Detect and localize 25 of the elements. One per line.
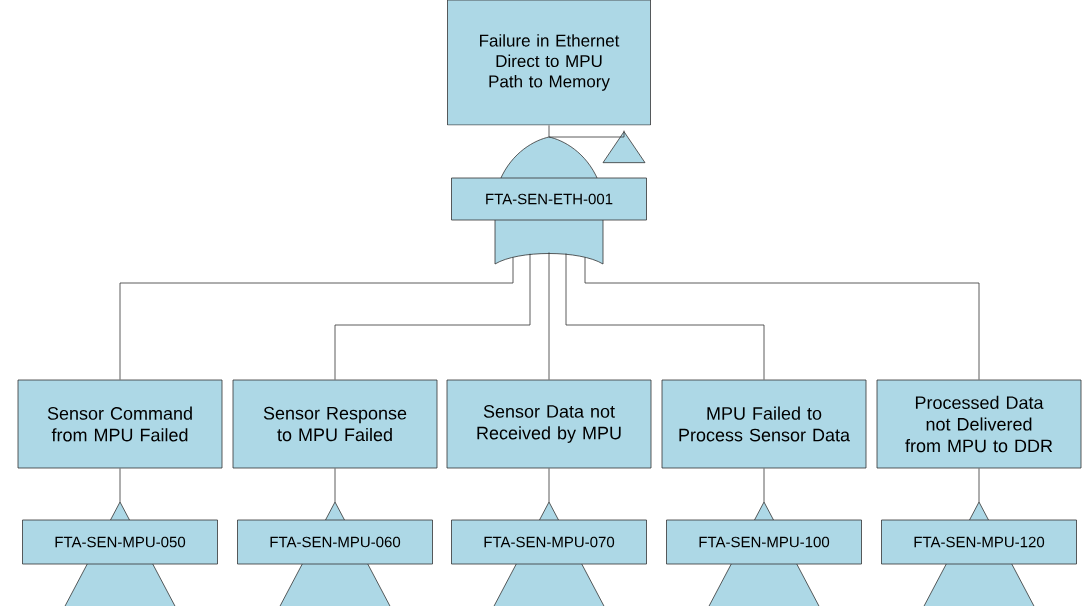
connector-line <box>548 130 625 138</box>
connector-line <box>978 468 980 503</box>
connector-line <box>548 252 550 380</box>
event-box: Sensor Data not Received by MPU <box>446 379 652 469</box>
connector-line <box>763 468 765 503</box>
transfer-id-box: FTA-SEN-MPU-060 <box>237 519 433 565</box>
connector-line <box>548 468 550 503</box>
event-box: Failure in Ethernet Direct to MPU Path to Memory <box>447 0 651 126</box>
connector-line <box>584 256 980 380</box>
transfer-id-box: FTA-SEN-MPU-050 <box>22 519 218 565</box>
connector-line <box>565 253 765 380</box>
transfer-id-box: FTA-SEN-MPU-120 <box>881 519 1077 565</box>
event-box: MPU Failed to Process Sensor Data <box>661 379 867 469</box>
connector-line <box>334 253 531 380</box>
connector-line <box>548 125 550 138</box>
event-box: Sensor Response to MPU Failed <box>232 379 438 469</box>
transfer-triangle <box>602 131 646 164</box>
connector-line <box>334 468 336 503</box>
event-box: Sensor Command from MPU Failed <box>17 379 223 469</box>
transfer-id-box: FTA-SEN-MPU-070 <box>451 519 647 565</box>
connector-line <box>119 256 514 380</box>
gate-id-box: FTA-SEN-ETH-001 <box>451 177 647 221</box>
event-box: Processed Data not Delivered from MPU to DDR <box>876 379 1082 469</box>
transfer-id-box: FTA-SEN-MPU-100 <box>666 519 862 565</box>
connector-line <box>119 468 121 503</box>
